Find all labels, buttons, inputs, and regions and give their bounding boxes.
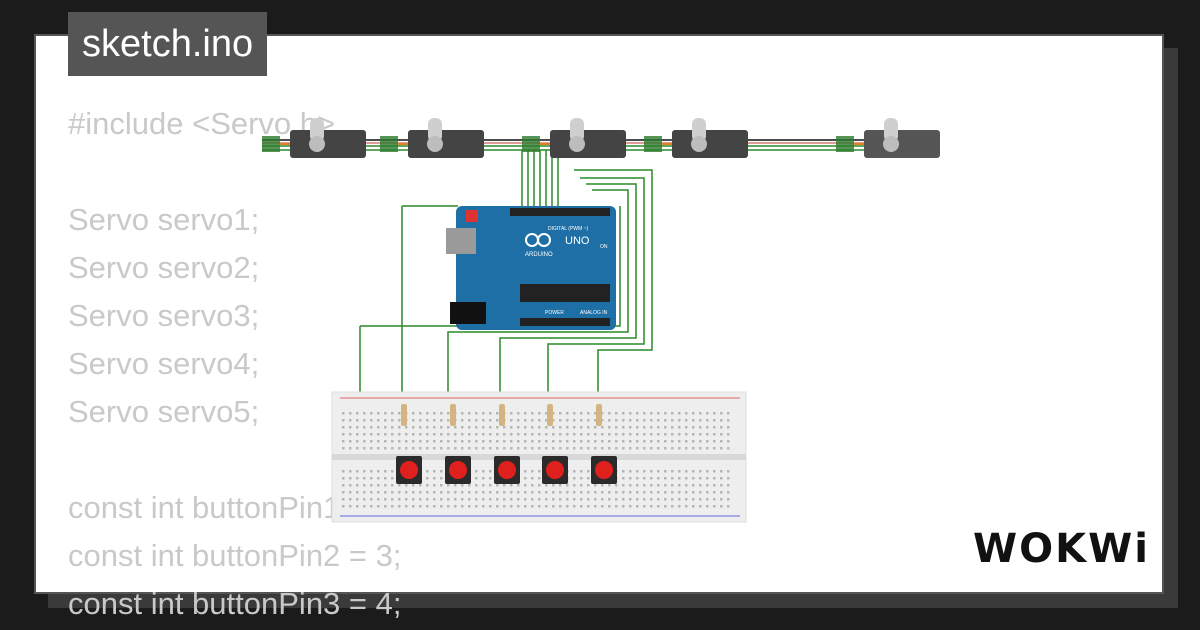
code-line: Servo servo4; bbox=[68, 346, 260, 381]
code-line bbox=[68, 148, 768, 196]
code-line: Servo servo3; bbox=[68, 298, 260, 333]
code-line: const int buttonPin1 = 2; bbox=[68, 490, 402, 525]
code-line: const int buttonPin2 = 3; bbox=[68, 538, 402, 573]
code-line: Servo servo5; bbox=[68, 394, 260, 429]
code-line: Servo servo1; bbox=[68, 202, 260, 237]
file-name-tab: sketch.ino bbox=[68, 12, 268, 76]
code-line: #include <Servo.h> bbox=[68, 106, 336, 141]
code-line bbox=[68, 436, 768, 484]
wokwi-logo: WOKWi bbox=[973, 526, 1150, 572]
code-preview: #include <Servo.h> Servo servo1; Servo ser… bbox=[68, 100, 768, 621]
code-line: Servo servo2; bbox=[68, 250, 260, 285]
code-line: const int buttonPin3 = 4; bbox=[68, 586, 402, 621]
